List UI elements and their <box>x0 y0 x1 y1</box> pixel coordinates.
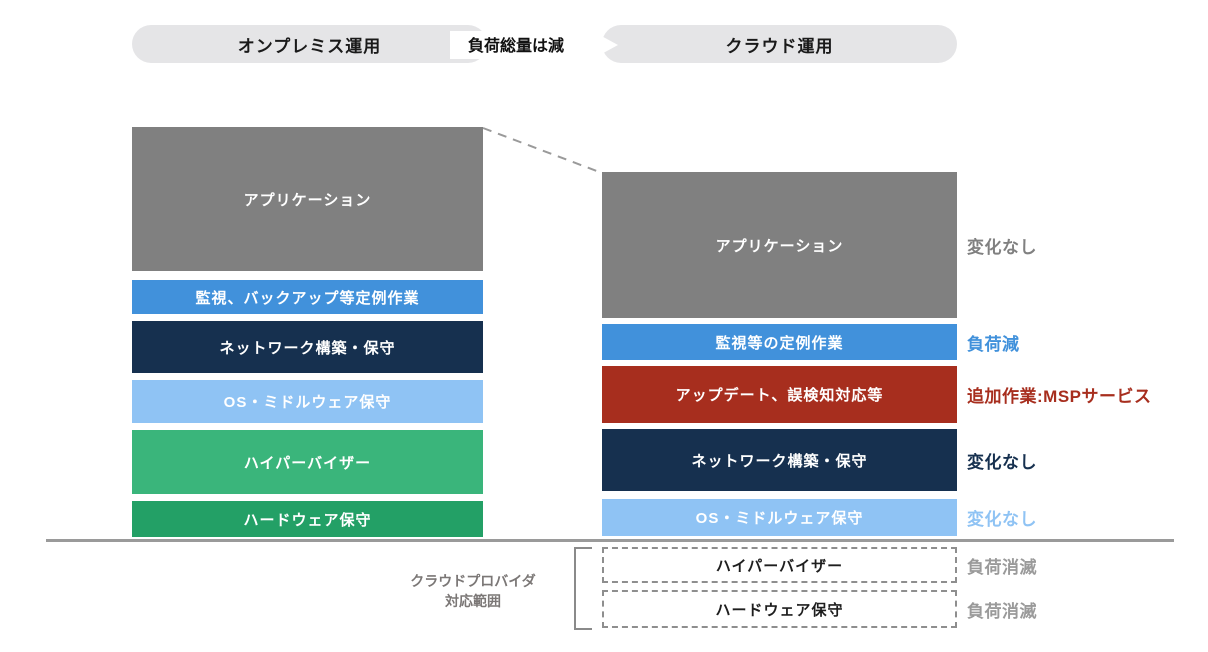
onprem-header-pill: オンプレミス運用 <box>132 25 487 63</box>
transition-arrow-label: 負荷総量は減 <box>467 38 564 55</box>
cloud-header-pill: クラウド運用 <box>602 25 957 63</box>
cloud-block-os: OS・ミドルウェア保守 <box>602 499 957 536</box>
cloud-annotation-msp: 追加作業:MSPサービス <box>967 387 1152 406</box>
transition-arrow-icon <box>450 20 618 70</box>
onprem-block-application: アプリケーション <box>132 127 483 271</box>
caption-line-2: 対応範囲 <box>445 593 501 609</box>
onprem-block-hardware: ハードウェア保守 <box>132 501 483 537</box>
onprem-block-monitoring: 監視、バックアップ等定例作業 <box>132 280 483 314</box>
baseline-divider <box>46 539 1174 542</box>
caption-line-1: クラウドプロバイダ <box>410 573 536 589</box>
cloud-block-monitoring: 監視等の定例作業 <box>602 324 957 360</box>
scope-bracket <box>574 547 592 630</box>
cloud-annotation-application: 変化なし <box>967 237 1037 257</box>
cloud-annotation-os: 変化なし <box>967 510 1037 529</box>
cloud-annotation-monitoring: 負荷減 <box>967 334 1020 354</box>
provider-annotation-hardware: 負荷消滅 <box>967 601 1037 621</box>
onprem-block-hypervisor: ハイパーバイザー <box>132 430 483 494</box>
onprem-block-os: OS・ミドルウェア保守 <box>132 380 483 423</box>
cloud-provider-scope-caption: クラウドプロバイダ 対応範囲 <box>388 571 558 611</box>
cloud-block-application: アプリケーション <box>602 172 957 318</box>
cloud-block-network: ネットワーク構築・保守 <box>602 429 957 491</box>
provider-annotation-hypervisor: 負荷消滅 <box>967 557 1037 577</box>
provider-box-hardware: ハードウェア保守 <box>602 590 957 628</box>
provider-box-hypervisor: ハイパーバイザー <box>602 547 957 583</box>
cloud-annotation-network: 変化なし <box>967 452 1037 472</box>
cloud-block-msp: アップデート、誤検知対応等 <box>602 366 957 423</box>
onprem-block-network: ネットワーク構築・保守 <box>132 321 483 373</box>
